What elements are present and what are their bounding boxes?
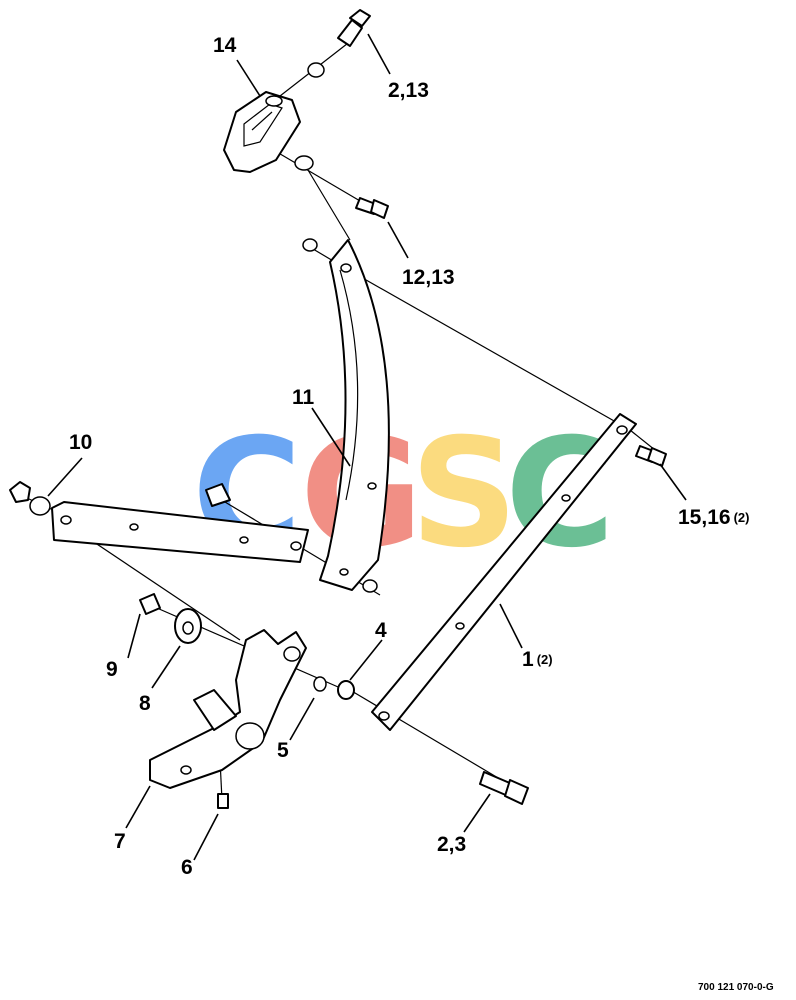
callout-14: 14 — [213, 34, 237, 57]
callout-15-16-text: 15,16 — [678, 506, 731, 529]
part-10-flat-link — [9, 481, 309, 563]
callout-8: 8 — [139, 692, 151, 715]
part-2-3-bolt — [479, 771, 529, 805]
part-9-bolt — [139, 593, 161, 615]
callout-1: 1(2) — [522, 648, 553, 671]
watermark-letter-s: S — [410, 407, 518, 581]
part-5-washer — [313, 676, 327, 692]
callout-10: 10 — [69, 431, 92, 454]
part-6-grease-fitting — [217, 793, 229, 809]
part-11-curved-segment — [319, 239, 390, 593]
callout-4: 4 — [375, 619, 387, 642]
part-14-upper-housing — [223, 91, 301, 173]
part-1-long-bar — [371, 413, 637, 731]
callout-1-qty: (2) — [537, 652, 553, 667]
callout-6: 6 — [181, 856, 193, 879]
callout-2-13: 2,13 — [388, 79, 429, 102]
part-4-washer — [337, 680, 355, 700]
part-15-16-bolt — [635, 445, 667, 467]
callout-15-16: 15,16(2) — [678, 506, 749, 529]
callout-15-16-qty: (2) — [734, 510, 750, 525]
part-12-13-bolt — [302, 197, 389, 252]
part-2-13-top-bolt — [294, 9, 371, 171]
figure-reference: 700 121 070-0-G — [698, 982, 774, 993]
callout-12-13: 12,13 — [402, 266, 455, 289]
callout-2-3: 2,3 — [437, 833, 466, 856]
callout-5: 5 — [277, 739, 289, 762]
leader-lines — [47, 33, 687, 861]
callout-11: 11 — [292, 386, 315, 409]
callout-1-text: 1 — [522, 648, 534, 671]
callout-7: 7 — [114, 830, 126, 853]
part-8-roller — [174, 608, 202, 644]
part-7-bracket — [149, 629, 307, 789]
callout-9: 9 — [106, 658, 118, 681]
